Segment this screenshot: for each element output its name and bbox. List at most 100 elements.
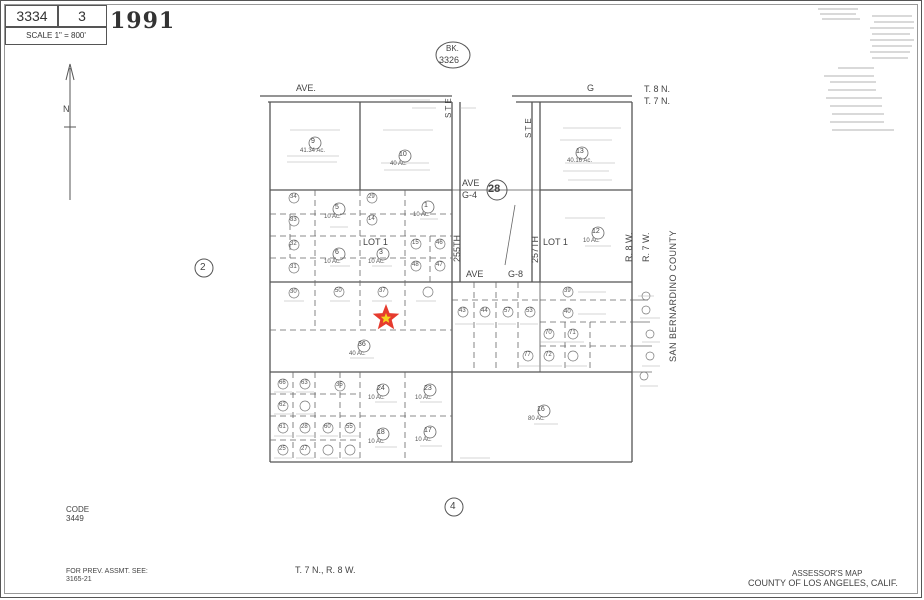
township-t7n: T. 7 N. xyxy=(644,96,671,106)
county-boundary-label: SAN BERNARDINO COUNTY xyxy=(668,229,678,362)
street-ave-g4-b: G-4 xyxy=(462,190,478,200)
parcel-number-small: 28 xyxy=(301,424,308,430)
parcel-number-small: 61 xyxy=(279,424,286,430)
parcel-number-small: 43 xyxy=(459,308,466,314)
parcel-number-small: 48 xyxy=(412,262,419,268)
parcel-number-small: 60 xyxy=(324,424,331,430)
parcel-number: 16 xyxy=(537,406,545,413)
prev-assmt-label: FOR PREV. ASSMT. SEE: xyxy=(66,568,148,575)
footer-county: COUNTY OF LOS ANGELES, CALIF. xyxy=(748,578,898,588)
parcel-number-small: 47 xyxy=(436,262,443,268)
prev-assmt-value: 3165-21 xyxy=(66,576,92,583)
parcel-acreage: 40 Ac. xyxy=(349,351,366,357)
parcel-number-small: 77 xyxy=(524,352,531,358)
code-label: CODE xyxy=(66,505,90,514)
map-year: 1991 xyxy=(110,8,176,34)
parcel-number: 9 xyxy=(311,138,315,145)
street-ave-g8-a: AVE xyxy=(466,269,484,279)
parcel-number-small: 33 xyxy=(290,217,297,223)
section-number-center: 28 xyxy=(488,183,501,195)
parcel-acreage: 10 Ac. xyxy=(324,214,341,220)
street-ave-g8-b: G-8 xyxy=(508,269,524,279)
parcel-number: 6 xyxy=(335,249,339,256)
street-st-e-left: S T E xyxy=(444,98,453,118)
parcel-acreage: 10 Ac. xyxy=(368,439,385,445)
acreage-scribbles xyxy=(274,99,660,459)
lot-1-left: LOT 1 xyxy=(363,237,388,247)
street-255th: 255TH xyxy=(452,234,462,262)
north-label: N xyxy=(63,104,70,114)
parcel-number: 24 xyxy=(377,385,385,392)
parcel-number-small: 70 xyxy=(545,330,552,336)
parcel-number-small: 31 xyxy=(290,264,297,270)
street-ave-g4-a: AVE xyxy=(462,178,480,188)
parcel-acreage: 10 Ac. xyxy=(368,395,385,401)
parcel-number-small: 72 xyxy=(545,352,552,358)
footer-assessor-map: ASSESSOR'S MAP xyxy=(792,569,863,578)
parcel-number: 12 xyxy=(592,228,600,235)
parcel-number-small: 62 xyxy=(279,402,286,408)
scale-label: SCALE 1" = 800' xyxy=(5,27,107,45)
parcel-number-small: 29 xyxy=(368,194,375,200)
range-r7w: R. 7 W. xyxy=(641,232,651,262)
parcel-number: 3 xyxy=(379,249,383,256)
parcel-acreage: 10 Ac. xyxy=(415,395,432,401)
section-number-south: 4 xyxy=(450,501,456,512)
section-number-west: 2 xyxy=(200,262,206,273)
section-4-circle xyxy=(444,497,464,517)
parcel-acreage: 10 Ac. xyxy=(324,259,341,265)
parcel-acreage: 40.16 Ac. xyxy=(567,158,593,164)
lot-1-right: LOT 1 xyxy=(543,237,568,247)
parcel-number-small: 71 xyxy=(569,330,576,336)
parcel-circles xyxy=(308,136,605,441)
street-257th: 257TH xyxy=(530,235,540,263)
parcel-number-small: 34 xyxy=(290,194,297,200)
parcel-number-small: 63 xyxy=(301,380,308,386)
parcel-acreage: 80 Ac. xyxy=(528,416,545,422)
street-ave-top: AVE. xyxy=(296,83,316,93)
parcel-number-small: 57 xyxy=(504,308,511,314)
parcel-number: 18 xyxy=(377,429,385,436)
book-ref-label: BK. xyxy=(446,44,459,53)
parcel-number-small: 53 xyxy=(526,308,533,314)
parcel-number: 5 xyxy=(335,204,339,211)
section-2-circle xyxy=(194,258,214,278)
parcel-acreage: 10 Ac. xyxy=(413,212,430,218)
parcel-number: 23 xyxy=(424,385,432,392)
parcel-acreage: 10 Ac. xyxy=(583,238,600,244)
parcel-number-small: 50 xyxy=(335,288,342,294)
parcel-number-small: 35 xyxy=(336,382,343,388)
parcel-number: 1 xyxy=(424,202,428,209)
parcel-number: 17 xyxy=(424,427,432,434)
book-ref-number: 3326 xyxy=(439,55,460,65)
parcel-boundaries xyxy=(260,95,633,463)
small-parcel-circles xyxy=(277,192,655,456)
parcel-number-small: 39 xyxy=(564,288,571,294)
parcel-number-small: 30 xyxy=(290,289,297,295)
parcel-acreage: 41.34 Ac. xyxy=(300,148,326,154)
parcel-number-small: 40 xyxy=(564,309,571,315)
map-inner-border xyxy=(4,4,918,594)
parcel-acreage: 40 Ac. xyxy=(390,161,407,167)
code-value: 3449 xyxy=(66,514,84,523)
parcel-number-small: 55 xyxy=(346,424,353,430)
street-g-top: G xyxy=(587,83,595,93)
location-star-marker xyxy=(372,304,400,330)
map-page-number: 3 xyxy=(57,5,107,27)
parcel-number-small: 27 xyxy=(301,446,308,452)
parcel-number: 13 xyxy=(576,148,584,155)
parcel-number: 10 xyxy=(399,151,407,158)
parcel-number-small: 37 xyxy=(379,288,386,294)
street-st-e-right: S T E xyxy=(524,118,533,138)
township-t8n: T. 8 N. xyxy=(644,84,671,94)
parcel-acreage: 10 Ac. xyxy=(368,259,385,265)
map-book-number: 3334 xyxy=(5,5,59,27)
parcel-number-small: 44 xyxy=(481,308,488,314)
section-28-circle xyxy=(486,179,508,201)
parcel-number-small: 14 xyxy=(368,216,375,222)
north-arrow xyxy=(64,63,76,200)
parcel-acreage: 10 Ac. xyxy=(415,437,432,443)
township-range-bottom: T. 7 N., R. 8 W. xyxy=(295,565,356,575)
